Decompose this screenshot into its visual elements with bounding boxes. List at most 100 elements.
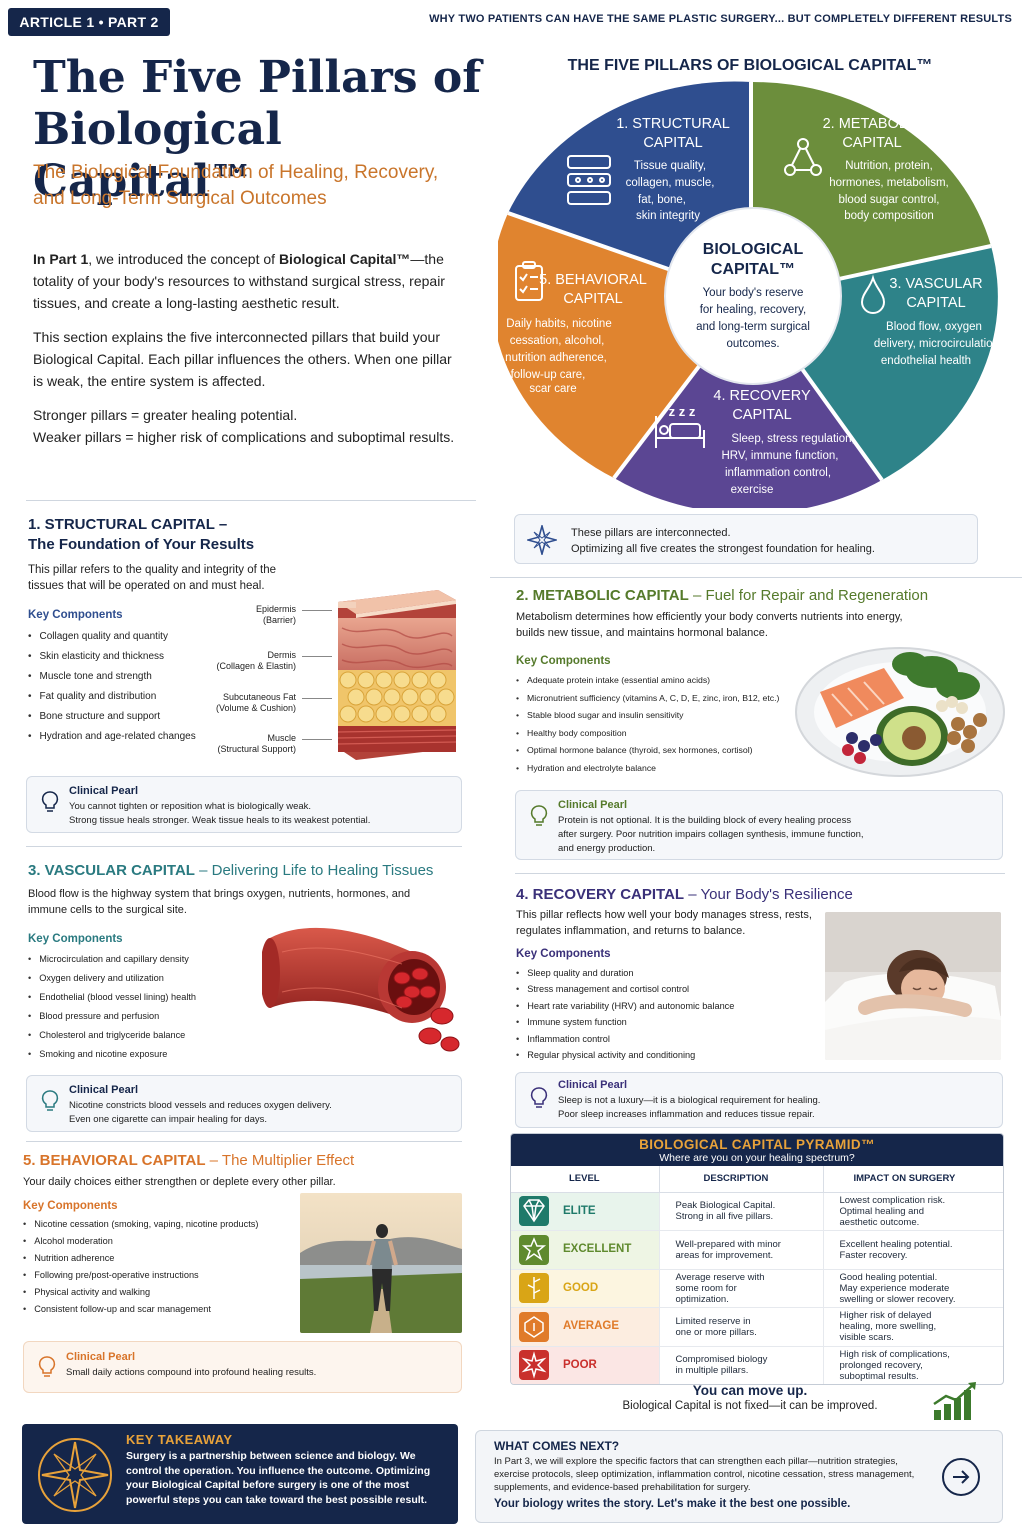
pearl-heading: Clinical Pearl <box>558 1079 628 1091</box>
list-item: Following pre/post-operative instruction… <box>23 1267 298 1284</box>
interconnect-line: Optimizing all five creates the stronges… <box>571 543 875 555</box>
pyramid-impact: Lowest complication risk.Optimal healing… <box>822 1192 1003 1231</box>
walking-woman-photo <box>300 1193 462 1333</box>
list-item: Sleep quality and duration <box>516 965 816 981</box>
pillar-vascular-desc: delivery, microcirculation, <box>874 338 1002 350</box>
pearl-heading: Clinical Pearl <box>66 1351 136 1363</box>
intro-text: In Part 1, we introduced the concept of … <box>33 251 455 445</box>
blood-vessel-illustration <box>262 927 460 1052</box>
pillar-vascular-title: 3. VASCULAR <box>889 276 982 292</box>
pearl-text: Small daily actions compound into profou… <box>66 1367 317 1378</box>
pearl-text: Strong tissue heals stronger. Weak tissu… <box>69 815 371 826</box>
pillar-recovery-segment <box>614 298 882 508</box>
structural-key-components-heading: Key Components <box>28 609 123 621</box>
list-item: Physical activity and walking <box>23 1284 298 1301</box>
top-tagline: WHY TWO PATIENTS CAN HAVE THE SAME PLAST… <box>429 13 1012 25</box>
pyramid-subtitle: Where are you on your healing spectrum? <box>659 1152 855 1164</box>
list-item: Collagen quality and quantity <box>28 627 248 647</box>
list-item: Hydration and age-related changes <box>28 727 248 747</box>
what-comes-next-closing: Your biology writes the story. Let's mak… <box>494 1498 851 1510</box>
next-arrow-button[interactable] <box>942 1458 980 1496</box>
center-text: Your body's reserve <box>703 287 804 299</box>
recovery-components-list: Sleep quality and durationStress managem… <box>516 965 816 1063</box>
growth-chart-icon <box>933 1382 976 1420</box>
bed-sleep-icon <box>655 416 705 448</box>
pillar-metabolic-title: 2. METABOLIC <box>823 116 922 132</box>
pillar-structural-desc: fat, bone, <box>638 194 686 206</box>
pillar-metabolic-desc: body composition <box>844 210 934 222</box>
pyramid-level: GOOD <box>563 1281 599 1294</box>
behavioral-section-title: 5. BEHAVIORAL CAPITAL – The Multiplier E… <box>23 1152 355 1169</box>
page-subtitle: The Biological Foundation of Healing, Re… <box>33 162 439 209</box>
pearl-text: Nicotine constricts blood vessels and re… <box>69 1100 332 1111</box>
recovery-clinical-pearl: Clinical Pearl Sleep is not a luxury—it … <box>515 1072 1003 1128</box>
pillar-metabolic-desc: Nutrition, protein, <box>845 160 933 172</box>
pyramid-level: AVERAGE <box>563 1320 620 1333</box>
list-item: Endothelial (blood vessel lining) health <box>28 988 268 1007</box>
pyramid-impact: Excellent healing potential.Faster recov… <box>822 1230 1003 1270</box>
list-item: Adequate protein intake (essential amino… <box>516 672 806 690</box>
pyramid-level: POOR <box>563 1358 597 1371</box>
lightbulb-icon <box>41 1090 59 1111</box>
skin-cross-section-illustration <box>337 590 457 760</box>
lightbulb-icon <box>530 1087 548 1108</box>
col-impact-header: IMPACT ON SURGERY <box>822 1166 1003 1193</box>
pearl-text: Even one cigarette can impair healing fo… <box>69 1114 268 1125</box>
vascular-clinical-pearl: Clinical Pearl Nicotine constricts blood… <box>26 1075 462 1132</box>
list-item: Inflammation control <box>516 1031 816 1047</box>
page-title: The Five Pillars of Biological Capital™ <box>33 52 482 207</box>
metabolic-intro: Metabolism determines how efficiently yo… <box>516 611 903 639</box>
vascular-section-title: 3. VASCULAR CAPITAL – Delivering Life to… <box>28 862 434 879</box>
list-item: Heart rate variability (HRV) and autonom… <box>516 998 816 1014</box>
pearl-text: You cannot tighten or reposition what is… <box>69 801 312 812</box>
vascular-key-components-heading: Key Components <box>28 933 123 945</box>
pillar-recovery-desc: HRV, immune function, <box>722 450 839 462</box>
nutrition-plate-illustration <box>795 647 1005 777</box>
pillar-structural-title: CAPITAL <box>643 135 702 151</box>
pearl-heading: Clinical Pearl <box>69 1084 139 1096</box>
metabolic-clinical-pearl: Clinical Pearl Protein is not optional. … <box>515 790 1003 860</box>
center-title: BIOLOGICAL <box>703 241 804 258</box>
metabolic-components-list: Adequate protein intake (essential amino… <box>516 672 806 778</box>
capital-pyramid-table: BIOLOGICAL CAPITAL PYRAMID™ Where are yo… <box>510 1133 1004 1385</box>
pyramid-description: Peak Biological Capital.Strong in all fi… <box>658 1192 823 1231</box>
list-item: Consistent follow-up and scar management <box>23 1301 298 1318</box>
pearl-heading: Clinical Pearl <box>558 799 628 811</box>
compass-star-icon <box>527 525 557 555</box>
section-divider <box>26 846 462 847</box>
pillar-recovery-desc: exercise <box>731 484 774 496</box>
pillar-vascular-desc: endothelial health <box>881 355 971 367</box>
pillars-diagram-title: THE FIVE PILLARS OF BIOLOGICAL CAPITAL™ <box>567 57 933 74</box>
pillar-recovery-title: CAPITAL <box>732 407 791 423</box>
pillar-structural-desc: Tissue quality, <box>634 160 706 172</box>
pillar-behavioral-desc: cessation, alcohol, <box>510 335 605 347</box>
list-item: Muscle tone and strength <box>28 667 248 687</box>
pyramid-level: EXCELLENT <box>563 1243 632 1256</box>
move-up-title: You can move up. <box>692 1383 808 1398</box>
pearl-heading: Clinical Pearl <box>69 785 139 797</box>
pillar-recovery-desc: Sleep, stress regulation, <box>731 433 854 445</box>
center-title-2: CAPITAL™ <box>711 261 795 278</box>
key-takeaway-title: KEY TAKEAWAY <box>126 1432 233 1447</box>
what-comes-next-box: WHAT COMES NEXT? In Part 3, we will expl… <box>475 1430 1003 1523</box>
interconnect-callout: These pillars are interconnected. Optimi… <box>514 514 978 564</box>
pyramid-level: ELITE <box>563 1204 596 1217</box>
pillar-structural-desc: skin integrity <box>636 210 700 222</box>
section-divider <box>26 1141 462 1142</box>
list-item: Micronutrient sufficiency (vitamins A, C… <box>516 690 806 708</box>
pyramid-impact: High risk of complications,prolonged rec… <box>822 1346 1003 1384</box>
list-item: Stable blood sugar and insulin sensitivi… <box>516 707 806 725</box>
tissue-layers-icon <box>567 155 611 205</box>
pillar-metabolic-desc: hormones, metabolism, <box>829 177 949 189</box>
pyramid-title: BIOLOGICAL CAPITAL PYRAMID™ <box>639 1137 875 1152</box>
metabolic-key-components-heading: Key Components <box>516 655 611 667</box>
pyramid-impact: Good healing potential.May experience mo… <box>822 1269 1003 1308</box>
pillar-behavioral-title: 5. BEHAVIORAL <box>539 272 647 288</box>
interconnect-line: These pillars are interconnected. <box>571 527 731 539</box>
pillar-metabolic-title: CAPITAL <box>842 135 901 151</box>
vascular-intro: Blood flow is the highway system that br… <box>28 888 411 916</box>
pillar-behavioral-desc: nutrition adherence, <box>505 352 607 364</box>
